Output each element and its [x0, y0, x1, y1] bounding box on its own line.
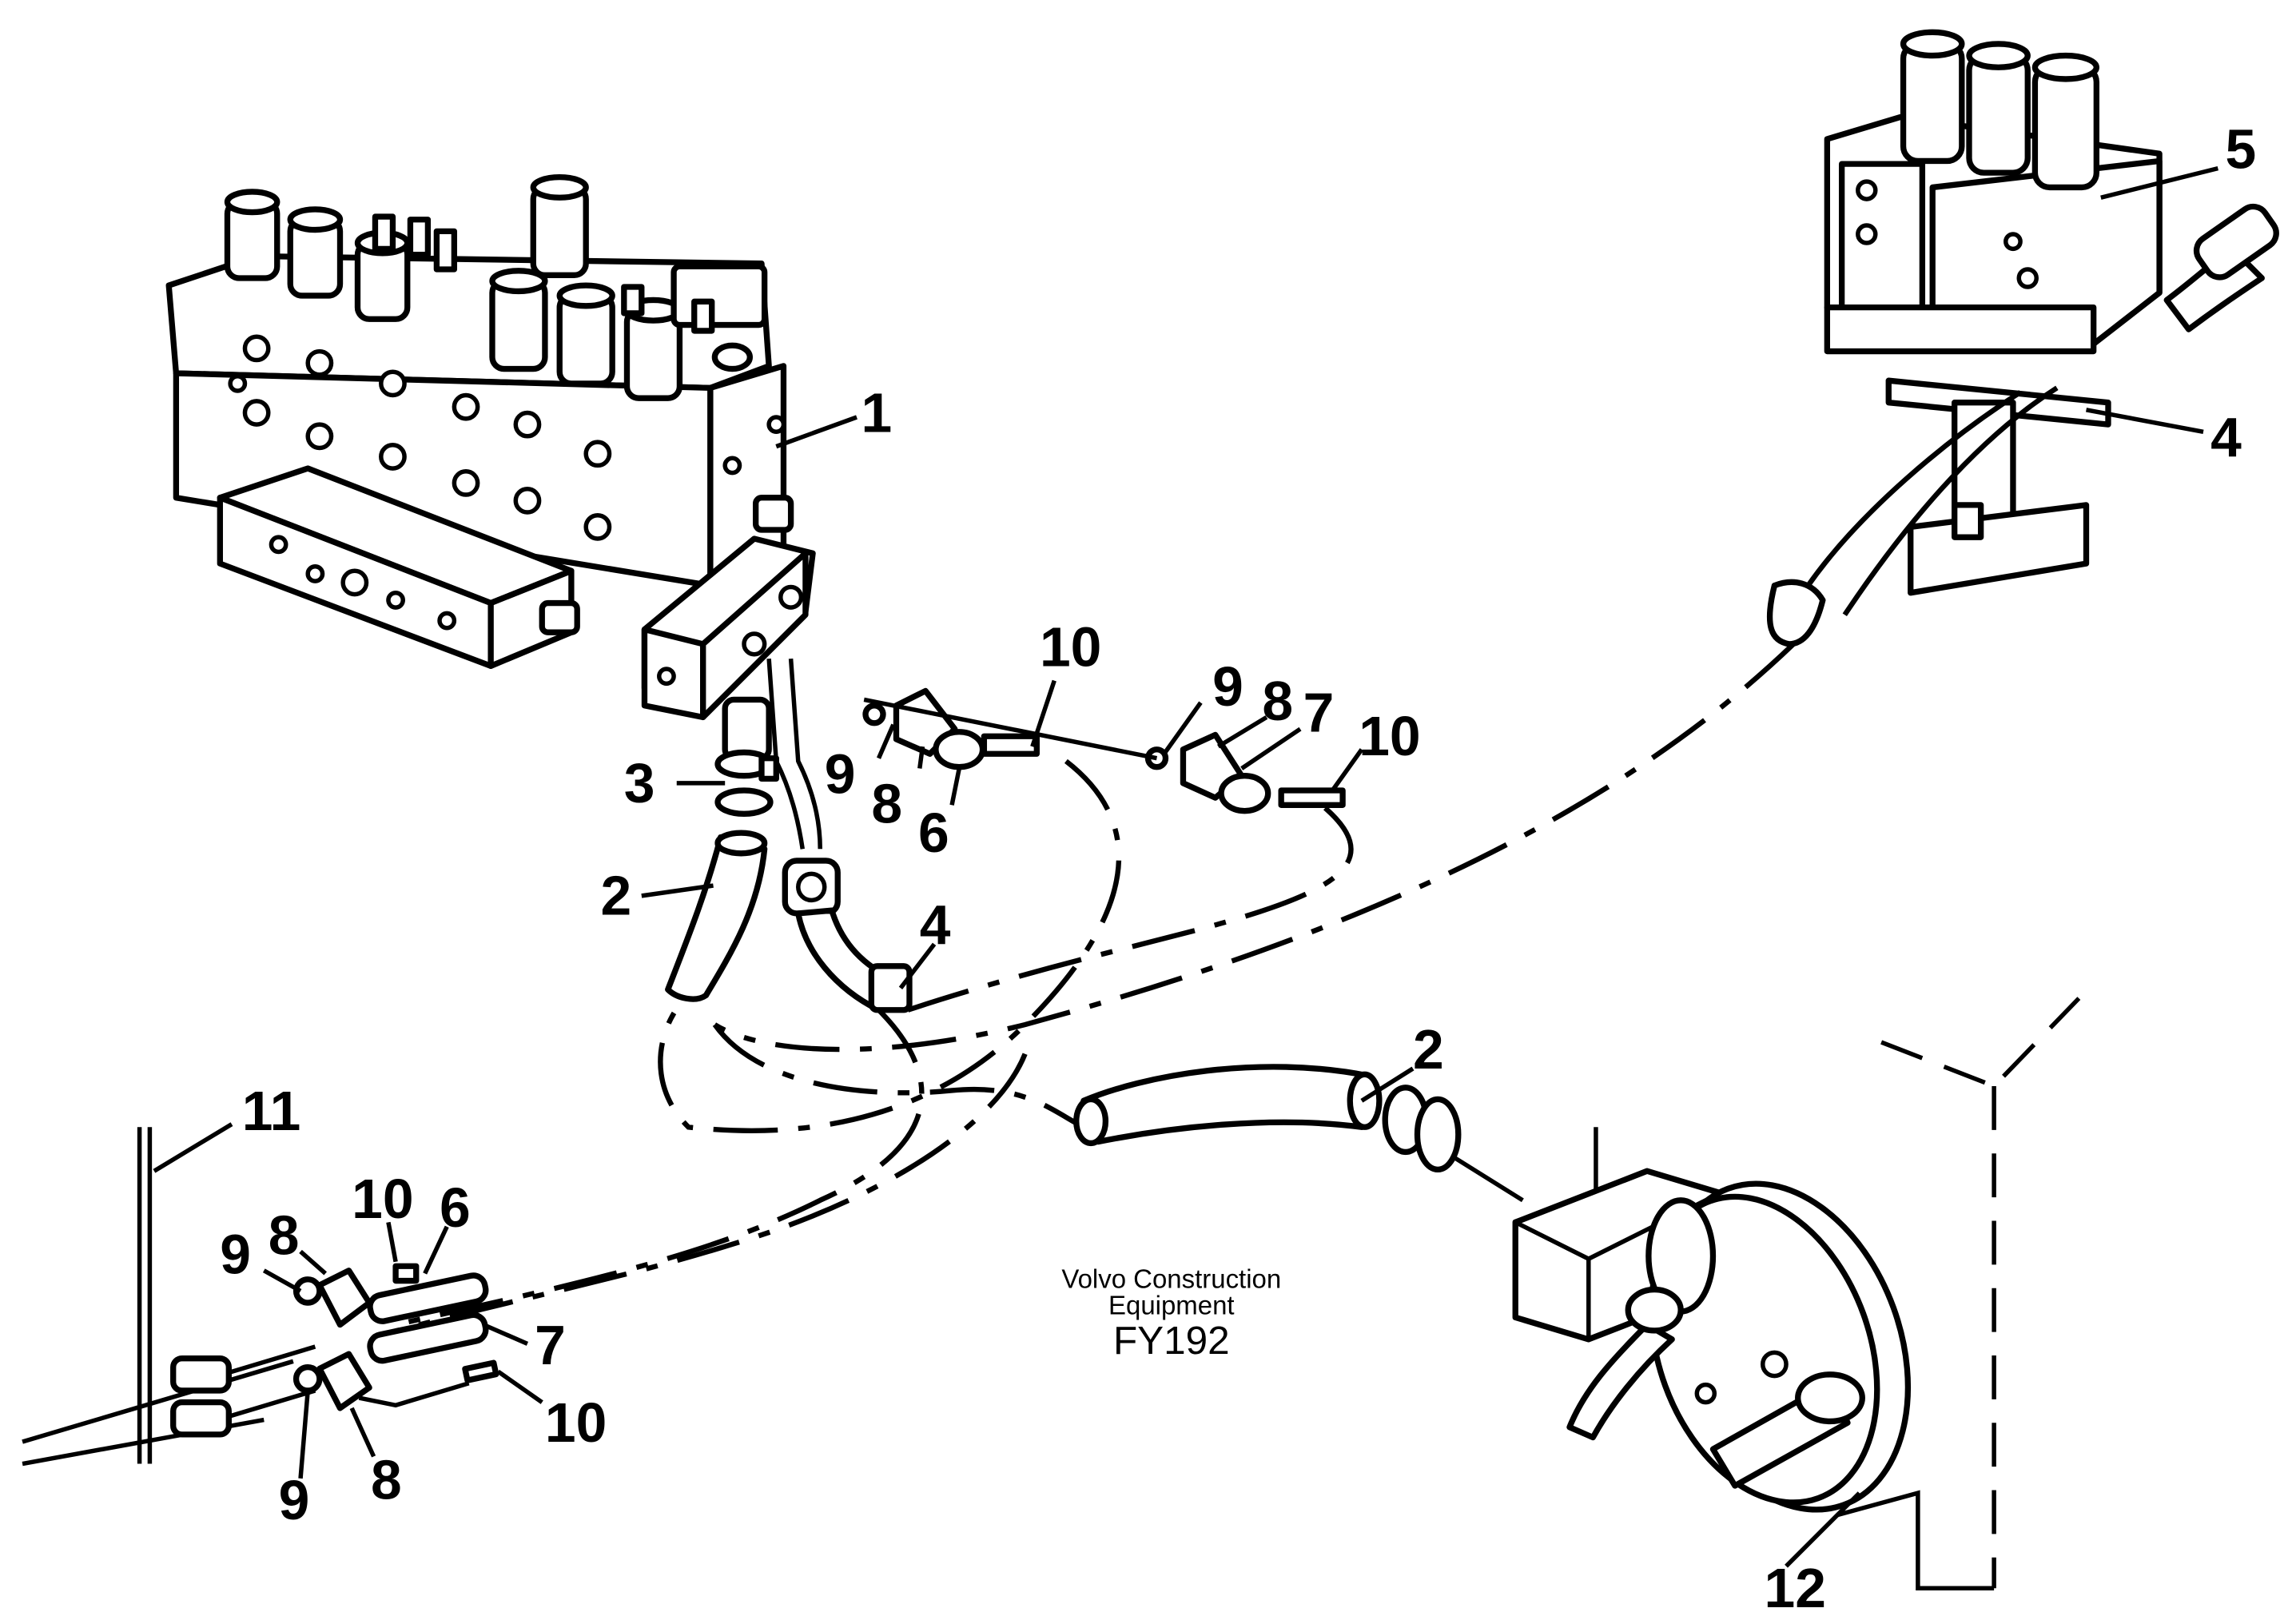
leader-lines — [153, 165, 2219, 1568]
callout-7-lower: 7 — [535, 1314, 566, 1376]
adapter-block — [641, 535, 816, 721]
callout-9-lower-top: 9 — [220, 1223, 251, 1285]
callout-1: 1 — [861, 381, 893, 444]
callout-9-upper-right: 9 — [1212, 655, 1244, 718]
callout-4-lower: 4 — [920, 894, 951, 956]
callout-2-lower: 2 — [1413, 1018, 1444, 1081]
hydraulic-tank — [1512, 997, 2081, 1590]
callout-11: 11 — [242, 1080, 301, 1142]
suction-hose-lower — [1073, 1064, 1524, 1203]
diagram-code: FY192 — [1113, 1319, 1230, 1363]
callout-2-upper: 2 — [601, 865, 632, 927]
main-control-valve — [165, 173, 794, 670]
callout-10-upper-left: 10 — [1040, 615, 1101, 678]
callout-7-upper: 7 — [1303, 682, 1335, 744]
callout-9-upper-left: 9 — [825, 743, 856, 806]
callout-10-lower-top: 10 — [352, 1168, 413, 1230]
diagram-caption: Volvo Construction Equipment FY192 — [1061, 1264, 1281, 1363]
callout-10-upper-right: 10 — [1359, 705, 1420, 767]
pilot-control-valve — [1766, 29, 2279, 647]
callout-5: 5 — [2226, 118, 2257, 181]
hose-clamp-upper — [714, 696, 779, 817]
callout-12: 12 — [1765, 1557, 1826, 1616]
callout-6-lower: 6 — [440, 1176, 471, 1239]
callout-6-upper: 6 — [918, 802, 949, 864]
flange-kit-upper — [862, 687, 1346, 814]
callout-8-upper-left: 8 — [871, 772, 902, 834]
cylinder-assembly — [22, 1127, 499, 1467]
pressure-hose-fitting — [766, 658, 913, 1013]
callout-9-lower-bottom: 9 — [279, 1469, 310, 1531]
caption-line-1: Volvo Construction — [1061, 1264, 1281, 1294]
callout-labels: 1 3 2 4 9 8 6 10 9 8 7 10 5 4 2 11 10 6 … — [220, 118, 2256, 1616]
connection-lines — [380, 642, 1796, 1338]
callout-8-lower-top: 8 — [269, 1204, 300, 1267]
callout-8-lower-bottom: 8 — [371, 1448, 402, 1511]
caption-line-2: Equipment — [1108, 1291, 1235, 1320]
suction-hose-upper — [665, 830, 768, 1002]
callout-10-lower-bottom: 10 — [545, 1391, 607, 1454]
callout-8-upper-right: 8 — [1262, 670, 1293, 732]
callout-4-upper: 4 — [2210, 406, 2242, 468]
callout-3: 3 — [624, 752, 655, 814]
